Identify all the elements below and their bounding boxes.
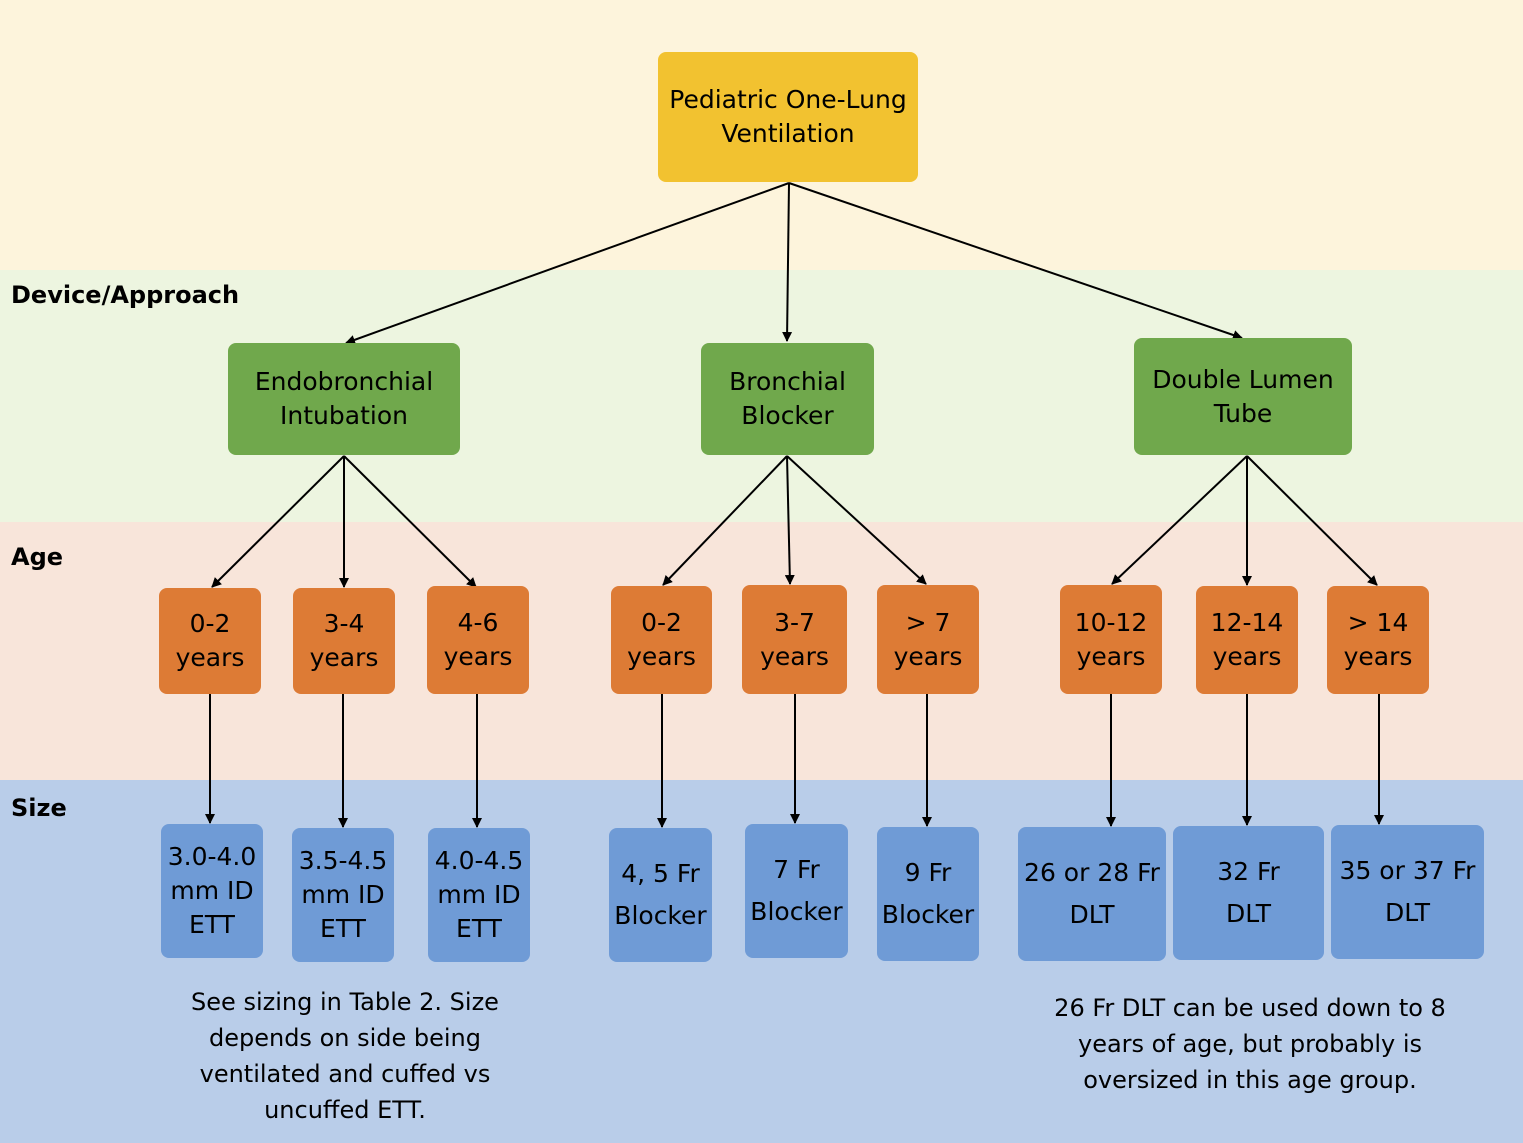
age-node-1: 0-2 years — [159, 588, 261, 694]
device-label-line1: Endobronchial — [254, 367, 434, 396]
arrow-dlt-to-age-10-12 — [1111, 455, 1248, 585]
ett-sizing-note: See sizing in Table 2. Size depends on s… — [170, 984, 520, 1128]
note-line: depends on side being — [208, 1024, 481, 1052]
size-line2: Blocker — [881, 900, 975, 929]
root-node: Pediatric One-Lung Ventilation — [658, 52, 918, 182]
size-node-8: 32 Fr DLT — [1173, 826, 1324, 960]
size-line1: 7 Fr — [773, 855, 820, 884]
device-label-line2: Blocker — [741, 401, 834, 430]
age-line2: years — [627, 642, 696, 671]
dlt-sizing-note: 26 Fr DLT can be used down to 8 years of… — [1040, 990, 1460, 1098]
age-line2: years — [1076, 641, 1146, 671]
arrow-root-to-blocker — [782, 182, 793, 342]
device-node-double-lumen-tube: Double Lumen Tube — [1134, 338, 1352, 455]
age-node-9: > 14 years — [1327, 586, 1429, 694]
size-line1: 26 or 28 Fr — [1024, 858, 1160, 887]
size-node-5: 7 Fr Blocker — [745, 824, 848, 958]
note-line: oversized in this age group. — [1083, 1066, 1417, 1094]
size-line2: DLT — [1069, 900, 1115, 929]
device-label-line2: Intubation — [280, 401, 408, 430]
size-line1: 4.0-4.5 — [434, 846, 524, 875]
age-line1: 0-2 — [189, 609, 231, 638]
size-line2: DLT — [1225, 899, 1271, 928]
size-line1: 3.0-4.0 — [167, 842, 257, 871]
arrow-dlt-to-age-over-14 — [1246, 455, 1378, 586]
age-line1: 3-4 — [323, 609, 365, 638]
age-line2: years — [760, 641, 829, 671]
arrow-blocker-to-age-3-7 — [784, 455, 795, 585]
age-node-2: 3-4 years — [293, 588, 395, 694]
arrow-root-to-dlt — [788, 182, 1243, 340]
device-node-bronchial-blocker: Bronchial Blocker — [701, 343, 874, 455]
age-line2: years — [175, 643, 245, 672]
size-line1: 9 Fr — [904, 858, 952, 887]
age-line1: > 7 — [905, 607, 951, 637]
age-line2: years — [893, 641, 963, 671]
size-node-1: 3.0-4.0 mm ID ETT — [161, 824, 263, 958]
size-line2: Blocker — [750, 897, 843, 926]
size-line3: ETT — [456, 914, 502, 943]
device-label-line1: Double Lumen — [1152, 364, 1334, 394]
arrow-endobronchial-to-age-0-2 — [211, 455, 345, 588]
arrow-root-to-endobronchial — [345, 182, 790, 345]
size-node-6: 9 Fr Blocker — [877, 827, 979, 961]
age-node-7: 10-12 years — [1060, 585, 1162, 694]
size-line2: DLT — [1384, 898, 1430, 927]
device-label-line2: Tube — [1213, 398, 1273, 428]
age-line1: 3-7 — [774, 607, 815, 637]
device-label-line1: Bronchial — [729, 367, 846, 396]
note-line: years of age, but probably is — [1078, 1030, 1422, 1058]
size-node-9: 35 or 37 Fr DLT — [1331, 825, 1484, 959]
band-label-device: Device/Approach — [11, 281, 240, 309]
age-line1: 4-6 — [457, 608, 499, 637]
note-line: 26 Fr DLT can be used down to 8 — [1054, 994, 1446, 1022]
age-line1: 10-12 — [1074, 607, 1148, 637]
size-line3: ETT — [320, 914, 366, 943]
age-node-4: 0-2 years — [611, 586, 712, 694]
note-line: See sizing in Table 2. Size — [191, 988, 499, 1016]
size-line2: mm ID — [170, 876, 254, 905]
size-node-2: 3.5-4.5 mm ID ETT — [292, 828, 394, 962]
arrow-endobronchial-to-age-4-6 — [343, 455, 477, 588]
size-line1: 35 or 37 Fr — [1339, 856, 1476, 885]
size-line2: mm ID — [437, 880, 521, 909]
size-node-3: 4.0-4.5 mm ID ETT — [428, 828, 530, 962]
note-line: uncuffed ETT. — [264, 1096, 426, 1124]
age-node-8: 12-14 years — [1196, 586, 1298, 694]
size-node-4: 4, 5 Fr Blocker — [609, 828, 712, 962]
size-line1: 3.5-4.5 — [298, 846, 388, 875]
root-line1: Pediatric One-Lung — [669, 85, 907, 114]
device-node-endobronchial: Endobronchial Intubation — [228, 343, 460, 455]
size-line1: 4, 5 Fr — [621, 859, 700, 888]
size-line1: 32 Fr — [1217, 857, 1280, 886]
size-line2: mm ID — [301, 880, 385, 909]
age-line2: years — [443, 642, 513, 671]
age-line1: 12-14 — [1210, 608, 1284, 637]
age-line2: years — [1212, 642, 1282, 671]
age-line2: years — [309, 643, 379, 672]
size-line2: Blocker — [614, 901, 707, 930]
age-line2: years — [1343, 642, 1413, 671]
age-node-5: 3-7 years — [742, 585, 847, 694]
arrow-blocker-to-age-0-2 — [662, 455, 788, 586]
age-node-3: 4-6 years — [427, 586, 529, 694]
size-line3: ETT — [189, 910, 235, 939]
band-label-size: Size — [11, 794, 67, 822]
arrow-blocker-to-age-over-7 — [786, 455, 927, 585]
root-line2: Ventilation — [721, 119, 855, 148]
note-line: ventilated and cuffed vs — [199, 1060, 491, 1088]
size-node-7: 26 or 28 Fr DLT — [1018, 827, 1166, 961]
age-line1: 0-2 — [641, 608, 682, 637]
age-node-6: > 7 years — [877, 585, 979, 694]
band-label-age: Age — [11, 543, 64, 571]
age-line1: > 14 — [1347, 608, 1409, 637]
